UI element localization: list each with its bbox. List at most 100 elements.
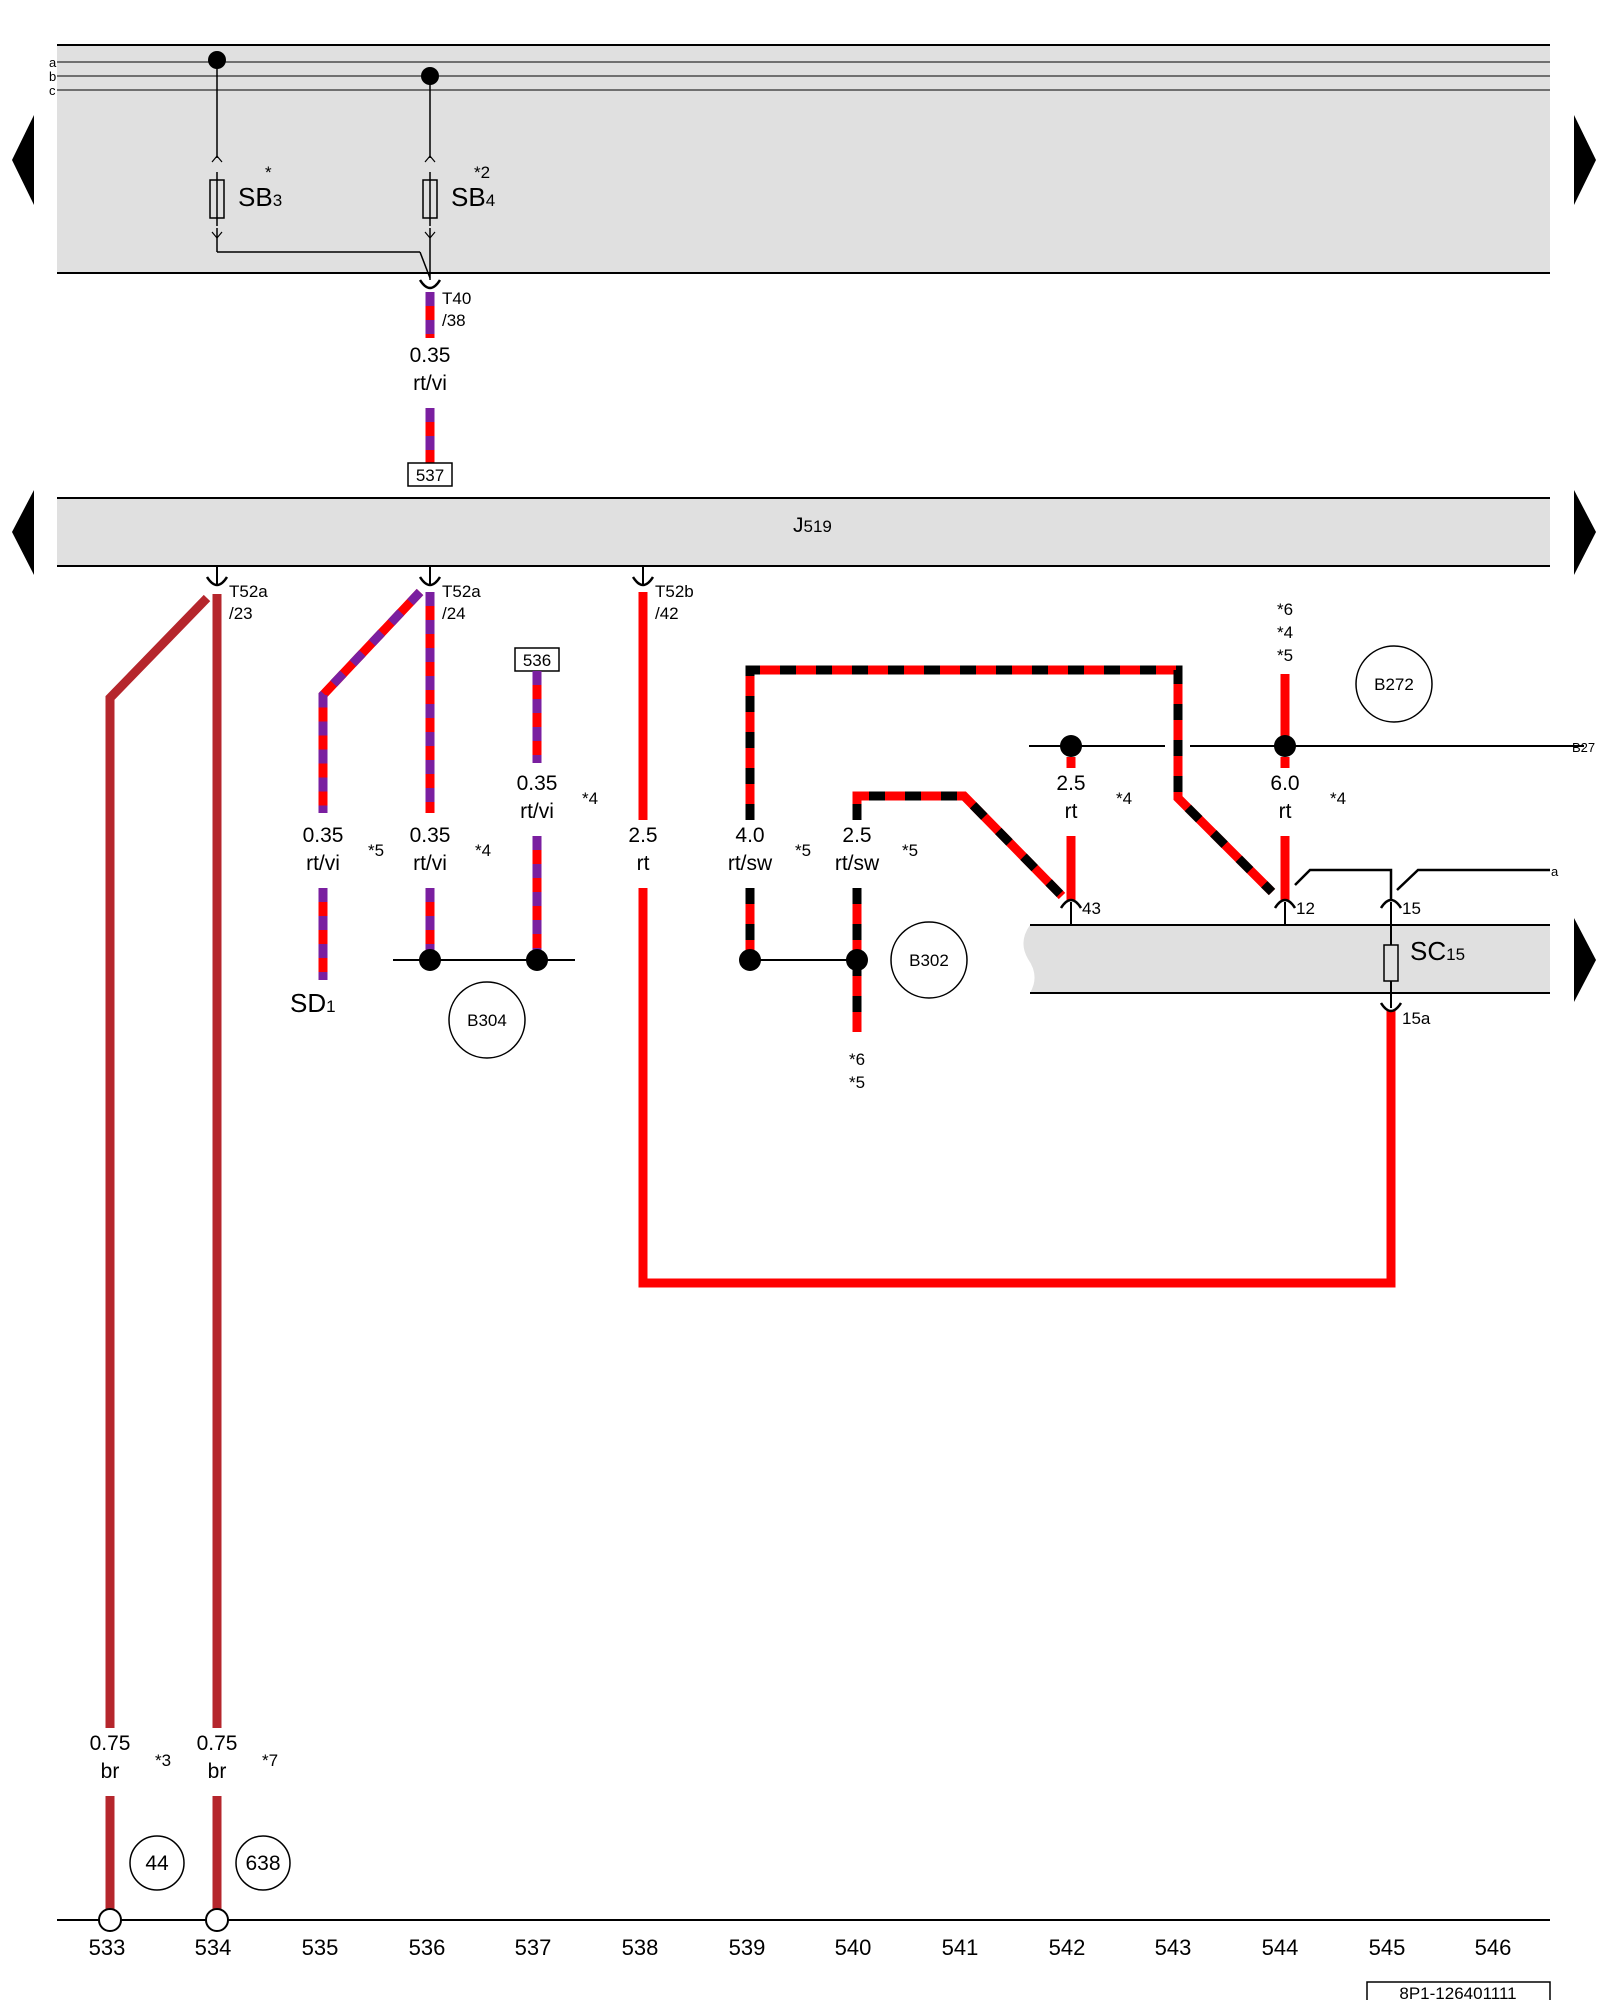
earth-point-44[interactable] [129,1835,185,1891]
prev-page-arrow-top[interactable] [12,115,34,205]
column-number: 536 [409,1935,446,1960]
wire-540-color: rt/sw [835,852,880,875]
wire-544-color: rt [1279,800,1292,823]
t52a-23-label: T52a/23 [229,582,268,623]
column-number: 533 [89,1935,126,1960]
j519-label: J519 [793,514,832,537]
wire-533 [105,594,211,1728]
wire-536-size: 0.35 [410,824,451,847]
wire-540 [852,791,1066,900]
note-544-a: *6 [1277,600,1293,619]
wire-542-note: *4 [1116,789,1132,808]
sb4-note: *2 [474,163,490,182]
wire-sb4-color: rt/vi [413,372,447,395]
column-number: 539 [729,1935,766,1960]
pin-12-label: 12 [1296,899,1315,918]
sb3-label: SB3 [238,182,282,212]
t40-38-connector [418,279,442,290]
sb3-note: * [265,163,272,182]
wire-535-size: 0.35 [303,824,344,847]
wire-536-note: *4 [475,841,491,860]
column-number: 540 [835,1935,872,1960]
ground-b304[interactable] [448,981,526,1059]
column-number: 544 [1262,1935,1299,1960]
earth-node-534 [205,1908,229,1932]
bus-label-a: a [49,55,57,70]
sc15-label: SC15 [1410,936,1465,966]
wire-542-color: rt [1065,800,1078,823]
sb4-label: SB4 [451,182,495,212]
bus-label-c: c [49,83,56,98]
pin-15a-label: 15a [1402,1009,1431,1028]
wire-542-size: 2.5 [1056,772,1085,795]
next-page-arrow-sc[interactable] [1574,918,1596,1002]
ground-b272[interactable] [1355,645,1433,723]
next-page-arrow-top[interactable] [1574,115,1596,205]
wire-534-note: *7 [262,1751,278,1770]
ground-b272-label: B272 [1374,675,1414,694]
wire-535-note: *5 [368,841,384,860]
column-numbers: 533 534 535 536 537 538 539 540 541 542 … [89,1935,1512,1960]
note-540-b: *5 [849,1073,865,1092]
wire-540-size: 2.5 [842,824,871,847]
wire-535-color: rt/vi [306,852,340,875]
wire-533-color: br [101,1760,120,1783]
ref-box-537-label: 537 [416,466,444,485]
wire-533-size: 0.75 [90,1732,131,1755]
pin-15-connector [1379,898,1403,909]
footer-code-box [1366,1981,1551,2000]
footer-code: 8P1-126401111 [1399,1984,1516,2000]
earth-point-44-label: 44 [145,1852,169,1875]
prev-page-arrow-mid[interactable] [12,490,34,575]
j519-control-unit [57,498,1550,566]
t52b-42-label: T52b/42 [655,582,694,623]
t52a-24-label: T52a/24 [442,582,481,623]
column-number: 538 [622,1935,659,1960]
ref-box-536-label: 536 [523,651,551,670]
next-page-arrow-mid[interactable] [1574,490,1596,575]
t40-38-label: T40/38 [442,289,471,330]
note-544-c: *5 [1277,646,1293,665]
column-number: 535 [302,1935,339,1960]
wire-540-note: *5 [902,841,918,860]
wire-538-to-sc15 [638,888,1396,1288]
sd1-label: SD1 [290,988,336,1018]
ref-box-537[interactable] [407,462,453,487]
earth-point-638-label: 638 [245,1852,280,1875]
earth-point-638[interactable] [235,1835,291,1891]
column-number: 534 [195,1935,232,1960]
column-number: 546 [1475,1935,1512,1960]
wire-536-color: rt/vi [413,852,447,875]
b272-continuation: B27 [1572,740,1595,755]
wire-534-color: br [208,1760,227,1783]
wire-534-size: 0.75 [197,1732,238,1755]
wire-535 [318,588,424,813]
pin-43-label: 43 [1082,899,1101,918]
wire-539 [745,665,1276,896]
column-number: 545 [1369,1935,1406,1960]
wire-sb4-size: 0.35 [410,344,451,367]
pin-15a-connector [1379,1002,1403,1013]
column-number: 541 [942,1935,979,1960]
wire-544-note: *4 [1330,789,1346,808]
note-544-b: *4 [1277,623,1293,642]
wire-538-color: rt [637,852,650,875]
pin-15-label: 15 [1402,899,1421,918]
wire-539-color: rt/sw [728,852,773,875]
wire-538-size: 2.5 [628,824,657,847]
wire-539-size: 4.0 [735,824,764,847]
fuse-holder-panel [57,45,1550,273]
ground-b302[interactable] [890,921,968,999]
wire-537-color: rt/vi [520,800,554,823]
earth-node-533 [98,1908,122,1932]
ground-b302-label: B302 [909,951,949,970]
continuation-a: a [1551,864,1559,879]
pin-12-connector [1273,898,1297,909]
wire-537-size: 0.35 [517,772,558,795]
wire-539-note: *5 [795,841,811,860]
ground-b304-label: B304 [467,1011,507,1030]
note-540-a: *6 [849,1050,865,1069]
wire-537-note: *4 [582,789,598,808]
bus-label-b: b [49,69,56,84]
